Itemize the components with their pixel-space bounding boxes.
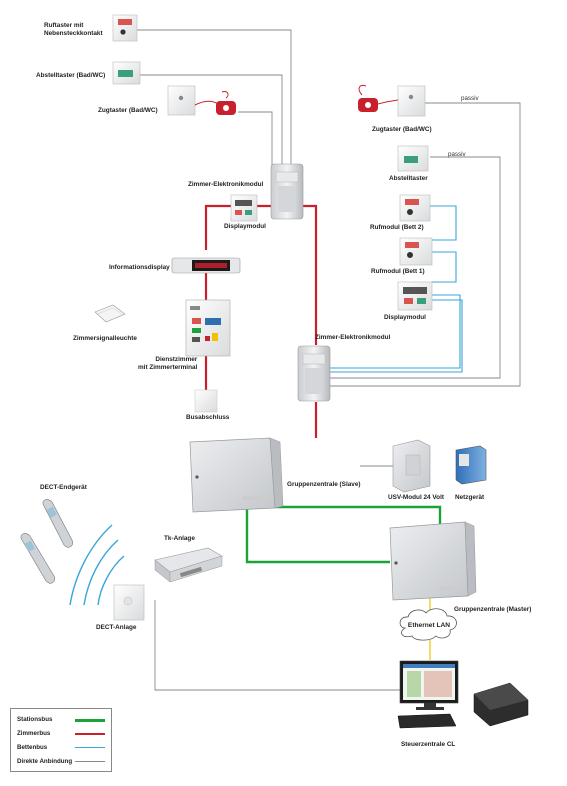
label-informationsdisplay: Informationsdisplay	[109, 264, 170, 271]
label-usv-modul: USV-Modul 24 Volt	[388, 494, 444, 501]
label-netzgeraet: Netzgerät	[455, 494, 485, 501]
label-abstelltaster-right: Abstelltaster	[389, 175, 428, 182]
zugtaster-left-device	[167, 85, 236, 116]
rufmodul-bett2-device	[399, 194, 431, 222]
busabschluss-device	[194, 389, 218, 413]
label-steuerzentrale: Steuerzentrale CL	[401, 741, 456, 748]
dect-handsets-device	[20, 499, 73, 584]
label-dienstzimmer: Dienstzimmer mit Zimmerterminal	[138, 356, 198, 371]
displaymodul-right-device	[397, 281, 433, 311]
label-ruftaster: Ruftaster mit Nebensteckkontakt	[44, 22, 103, 37]
label-gruppenzentrale-slave: Gruppenzentrale (Slave)	[287, 481, 361, 488]
label-passiv-2: passiv	[448, 151, 466, 158]
gruppenzentrale-slave-device	[189, 437, 284, 513]
label-zimmer-elektronikmodul-mid: Zimmer-Elektronikmodul	[315, 334, 391, 341]
label-displaymodul-left: Displaymodul	[224, 223, 266, 230]
bettenbus-lines	[328, 205, 463, 373]
rufmodul-bett1-device	[399, 237, 433, 266]
legend-label-bettenbus: Bettenbus	[17, 744, 48, 751]
label-busabschluss: Busabschluss	[186, 414, 230, 421]
stationsbus-lines	[245, 500, 442, 564]
legend-label-stationsbus: Stationsbus	[17, 716, 53, 723]
zimmer-elektronikmodul-top-device	[270, 163, 304, 220]
label-zimmer-elektronikmodul-top: Zimmer-Elektronikmodul	[188, 181, 264, 188]
zimmer-elektronikmodul-mid-device	[297, 345, 331, 402]
abstelltaster-right-device	[397, 145, 429, 172]
netzgeraet-device	[455, 445, 487, 485]
label-dect-anlage: DECT-Anlage	[96, 624, 137, 631]
radio-waves-icon	[69, 524, 125, 606]
dienstzimmer-terminal-device	[185, 299, 231, 357]
tk-anlage-device	[154, 547, 223, 583]
label-abstelltaster-left: Abstelltaster (Bad/WC)	[36, 72, 106, 79]
zugtaster-right-device	[358, 85, 426, 117]
label-rufmodul-bett1: Rufmodul (Bett 1)	[371, 268, 425, 275]
dect-anlage-device	[113, 584, 145, 621]
legend-swatch-bettenbus	[75, 747, 105, 748]
legend-label-direkte-anbindung: Direkte Anbindung	[17, 758, 73, 765]
label-tk-anlage: Tk-Anlage	[164, 535, 195, 542]
informationsdisplay-device	[171, 257, 241, 274]
ethernet-lan-cloud-icon	[399, 608, 457, 641]
steuerzentrale-device	[397, 660, 529, 729]
label-gruppenzentrale-master: Gruppenzentrale (Master)	[454, 606, 532, 613]
usv-modul-device	[392, 439, 431, 493]
label-dect-endgeraet: DECT-Endgerät	[40, 484, 87, 491]
label-displaymodul-right: Displaymodul	[384, 314, 426, 321]
gruppenzentrale-master-device	[389, 521, 477, 601]
legend-swatch-zimmerbus	[75, 733, 105, 735]
label-passiv-1: passiv	[461, 95, 479, 102]
legend-swatch-stationsbus	[75, 719, 105, 722]
label-zimmersignalleuchte: Zimmersignalleuchte	[73, 335, 137, 342]
abstelltaster-left-device	[112, 61, 141, 85]
direct-connection-lines	[137, 29, 521, 691]
label-zugtaster-right: Zugtaster (Bad/WC)	[372, 126, 432, 133]
ruftaster-device	[112, 14, 138, 42]
label-zugtaster-left: Zugtaster (Bad/WC)	[98, 107, 158, 114]
displaymodul-left-device	[230, 194, 258, 222]
legend: Stationsbus Zimmerbus Bettenbus Direkte …	[10, 708, 112, 772]
label-ethernet-lan: Ethernet LAN	[407, 622, 451, 629]
label-rufmodul-bett2: Rufmodul (Bett 2)	[370, 224, 424, 231]
legend-swatch-direkte-anbindung	[75, 761, 105, 762]
legend-label-zimmerbus: Zimmerbus	[17, 730, 51, 737]
zimmersignalleuchte-device	[94, 304, 126, 323]
